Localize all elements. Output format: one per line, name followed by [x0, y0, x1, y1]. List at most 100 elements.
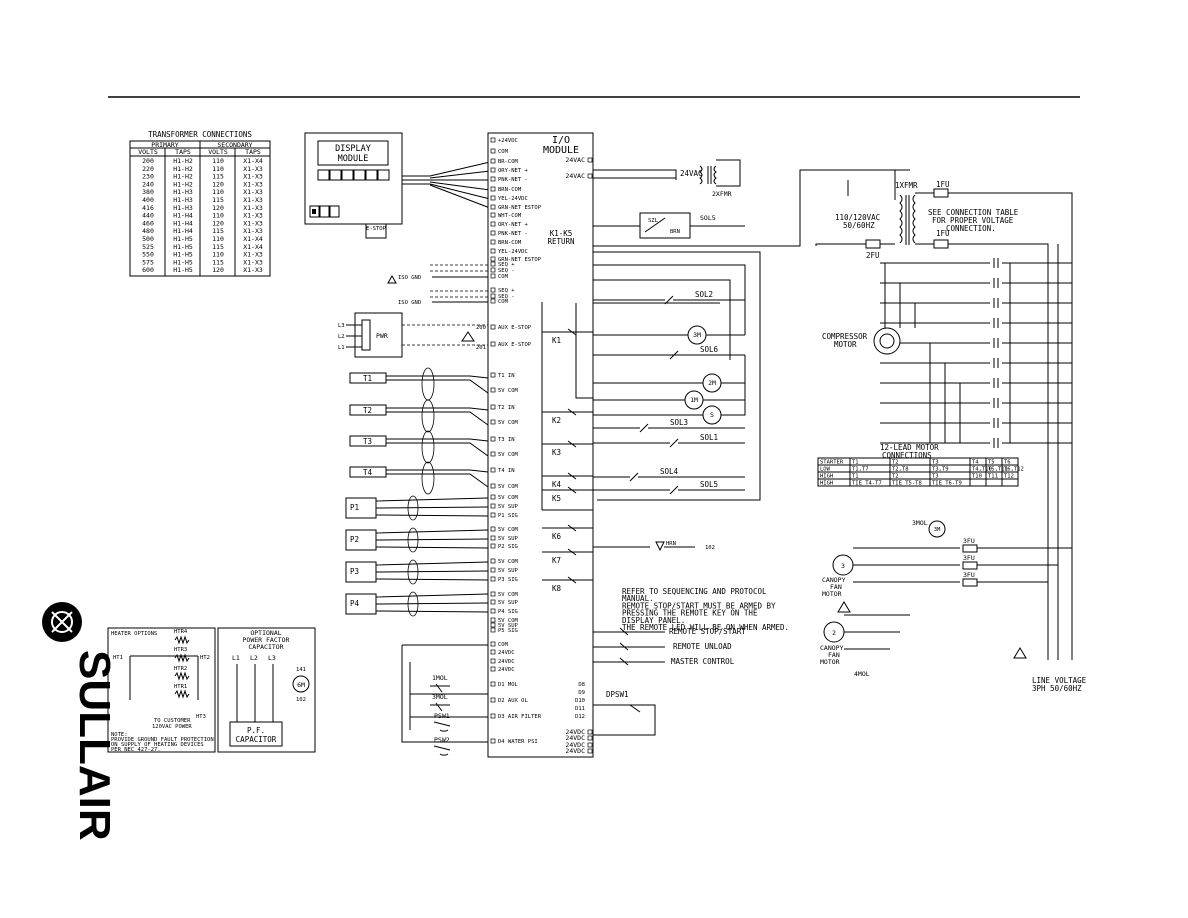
- temp-sensor-label: T3: [363, 437, 372, 446]
- remote-stop-start: REMOTE STOP/START: [669, 627, 746, 636]
- io-terminal-label: 24VDC: [498, 650, 515, 656]
- 6m-coil-icon: [292, 675, 310, 693]
- solenoid-label: SOL6: [700, 345, 719, 354]
- solenoid-line: [593, 423, 745, 433]
- canopy-fan-2-number: 2: [832, 629, 836, 637]
- relay-contact: [542, 408, 593, 416]
- io-terminal: [490, 293, 496, 299]
- io-terminal: [490, 137, 496, 143]
- mol4-label: 4MOL: [854, 670, 870, 678]
- temp-sensor-box: [349, 404, 387, 416]
- xfmr-cell: 200: [142, 157, 154, 165]
- io-terminal-label: ORY-NET +: [498, 222, 528, 228]
- xfmr-cell: X1-X3: [243, 258, 263, 266]
- io-terminal-label: 5V COM: [498, 452, 519, 458]
- relay-label: K4: [552, 480, 562, 489]
- io-terminal: [587, 748, 593, 754]
- io-terminal-label: +24VDC: [498, 138, 518, 144]
- pf-title-3: CAPACITOR: [248, 643, 283, 651]
- remote-note-line: REMOTE STOP/START MUST BE ARMED BY: [622, 601, 776, 610]
- htr1: HTR1: [174, 684, 187, 690]
- xfmr-cell: X1-X3: [243, 173, 263, 181]
- heater-options-box: HEATER OPTIONS HTR4 HTR3 HTR2 HTR1 HT1 H…: [107, 627, 216, 753]
- motor-table-header: T2: [892, 460, 899, 466]
- xfmr-cell: 115: [212, 173, 224, 181]
- 1fu-label: 1FU: [936, 180, 950, 189]
- xfmr-cell: 440: [142, 212, 154, 220]
- 3m-coil-canopy: 3M: [934, 527, 941, 533]
- master-control: MASTER CONTROL: [671, 657, 735, 666]
- relay-contact: [542, 524, 593, 532]
- brand-logo-text: SULLAIR: [70, 650, 119, 841]
- motor-table-cell: TIE T4-T7: [852, 481, 882, 487]
- relay-contact: [542, 440, 593, 448]
- pf-cap-2: CAPACITOR: [236, 735, 277, 744]
- motor-table-cell: HIGH: [820, 481, 833, 487]
- io-right-label: D11: [575, 706, 585, 712]
- remote-note-line: PRESSING THE REMOTE KEY ON THE: [622, 609, 758, 618]
- xfmr-cell: H1-H5: [173, 258, 193, 266]
- pf-title-1: OPTIONAL: [250, 629, 281, 637]
- temp-sensor-label: T2: [363, 406, 372, 415]
- ht1: HT1: [113, 655, 123, 661]
- xfmr-cell: X1-X4: [243, 235, 263, 243]
- io-terminal-label: SEQ +: [498, 262, 515, 268]
- solenoid-label: SOL5: [700, 480, 718, 489]
- xfmr-cell: 500: [142, 235, 154, 243]
- hz-ctrl-label: 50/60HZ: [843, 221, 875, 230]
- io-terminal: [587, 157, 593, 163]
- io-terminal-label: D1 MOL: [498, 682, 519, 688]
- motor-conn-title-1: 12-LEAD MOTOR: [880, 443, 939, 452]
- io-terminal-label: P2 SIG: [498, 544, 518, 550]
- heater-title: HEATER OPTIONS: [111, 631, 157, 637]
- vac-ctrl-label: 110/120VAC: [835, 213, 880, 222]
- xfmr-cell: X1-X3: [243, 251, 263, 259]
- xfmr-cell: 400: [142, 196, 154, 204]
- iso-gnd-label: ISO GND: [398, 300, 421, 306]
- io-terminal: [490, 608, 496, 614]
- pressure-sensor-label: P1: [350, 503, 359, 512]
- io-terminal-label: COM: [498, 274, 509, 280]
- io-terminal-label: P4 SIG: [498, 609, 518, 615]
- io-terminal: [490, 195, 496, 201]
- pf-l2: L2: [250, 654, 258, 662]
- xfmr-cell: H1-H4: [173, 219, 193, 227]
- xfmr-cell: H1-H3: [173, 204, 193, 212]
- io-terminal-label: YEL-24VDC: [498, 249, 528, 255]
- xfmr2-label: 2XFMR: [712, 190, 732, 198]
- io-terminal-label: YEL-24VDC: [498, 196, 528, 202]
- pf-l3: L3: [268, 654, 276, 662]
- io-right-label: D10: [575, 698, 585, 704]
- io-terminal: [490, 167, 496, 173]
- pf-title-2: POWER FACTOR: [243, 636, 290, 644]
- horn-wire: 102: [705, 545, 715, 551]
- display-module: DISPLAY MODULE E-STOP: [304, 132, 491, 239]
- io-terminal-label: 5V SUP: [498, 623, 519, 629]
- 3m-coil-label: 3M: [693, 331, 701, 339]
- motor-table-header: T5: [988, 460, 995, 466]
- io-terminal: [490, 567, 496, 573]
- io-k-label-1: K1-K5: [550, 229, 573, 238]
- io-title-1: I/O: [552, 135, 570, 146]
- io-terminal: [490, 535, 496, 541]
- motor-table-cell: T6,T12: [1004, 467, 1024, 473]
- io-terminal: [490, 599, 496, 605]
- canopy-3: MOTOR: [822, 590, 842, 598]
- io-terminal: [490, 622, 496, 628]
- io-terminal-label: 5V COM: [498, 592, 519, 598]
- temp-sensor-box: [349, 435, 387, 447]
- io-terminal-label: P3 SIG: [498, 577, 518, 583]
- note-4: PER NEC 427-27.: [111, 747, 161, 753]
- vac-label: 24VAC: [680, 169, 703, 178]
- pf-capacitor-box: OPTIONAL POWER FACTOR CAPACITOR L1 L2 L3…: [217, 627, 316, 753]
- io-terminal-label: 5V COM: [498, 388, 519, 394]
- pf-wire-141: 141: [296, 667, 306, 673]
- io-module: I/O MODULE K1-K5 RETURN +24VDCCOMBR-COMO…: [487, 132, 594, 758]
- dpsw1-label: DPSW1: [606, 690, 629, 699]
- io-terminal: [490, 186, 496, 192]
- relay-label: K7: [552, 556, 561, 565]
- sol5-inner-label: SZL: [648, 218, 659, 224]
- motor-table-cell: T2: [892, 474, 899, 480]
- io-terminal: [490, 404, 496, 410]
- display-keypad: [309, 169, 390, 218]
